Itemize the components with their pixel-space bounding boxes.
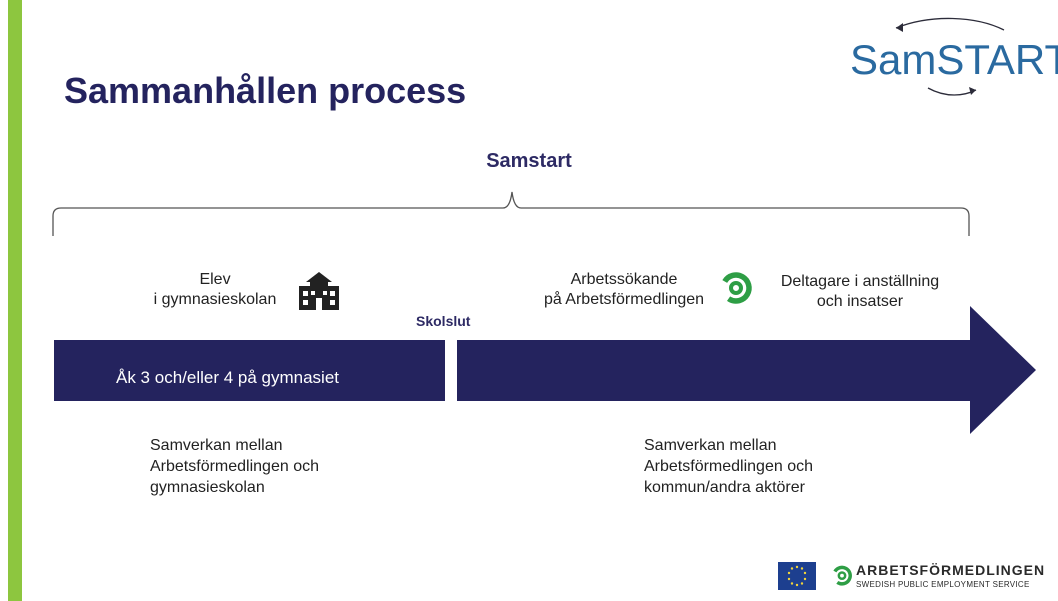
student-stage-label: Elev i gymnasieskolan bbox=[153, 271, 277, 308]
arbetsformedlingen-logo-icon bbox=[720, 272, 752, 304]
arbetsformedlingen-footer-icon bbox=[832, 565, 852, 586]
cooperation-school-text: Samverkan mellan Arbetsförmedlingen och … bbox=[150, 437, 319, 496]
samstart-brace bbox=[52, 191, 970, 236]
slide-title: Sammanhållen process bbox=[64, 70, 467, 111]
samstart-heading: Samstart bbox=[486, 150, 572, 172]
cooperation-municipality-text: Samverkan mellan Arbetsförmedlingen och … bbox=[644, 437, 813, 496]
grade-bar-label: Åk 3 och/eller 4 på gymnasiet bbox=[116, 368, 340, 387]
school-period-bar bbox=[54, 340, 445, 401]
samstart-logo: SamSTART bbox=[850, 17, 1058, 96]
process-arrow bbox=[54, 306, 1036, 434]
participant-stage-label: Deltagare i anställning och insatser bbox=[780, 273, 940, 310]
school-end-label: Skolslut bbox=[416, 313, 471, 329]
eu-flag-icon bbox=[778, 562, 816, 590]
logo-text: SamSTART bbox=[850, 36, 1058, 83]
footer-subtitle: SWEDISH PUBLIC EMPLOYMENT SERVICE bbox=[856, 580, 1030, 589]
post-school-arrow bbox=[457, 306, 1036, 434]
accent-bar bbox=[8, 0, 22, 601]
footer-brand: ARBETSFÖRMEDLINGEN bbox=[856, 562, 1046, 578]
jobseeker-stage-label: Arbetssökande på Arbetsförmedlingen bbox=[543, 271, 705, 308]
school-building-icon bbox=[299, 272, 339, 310]
